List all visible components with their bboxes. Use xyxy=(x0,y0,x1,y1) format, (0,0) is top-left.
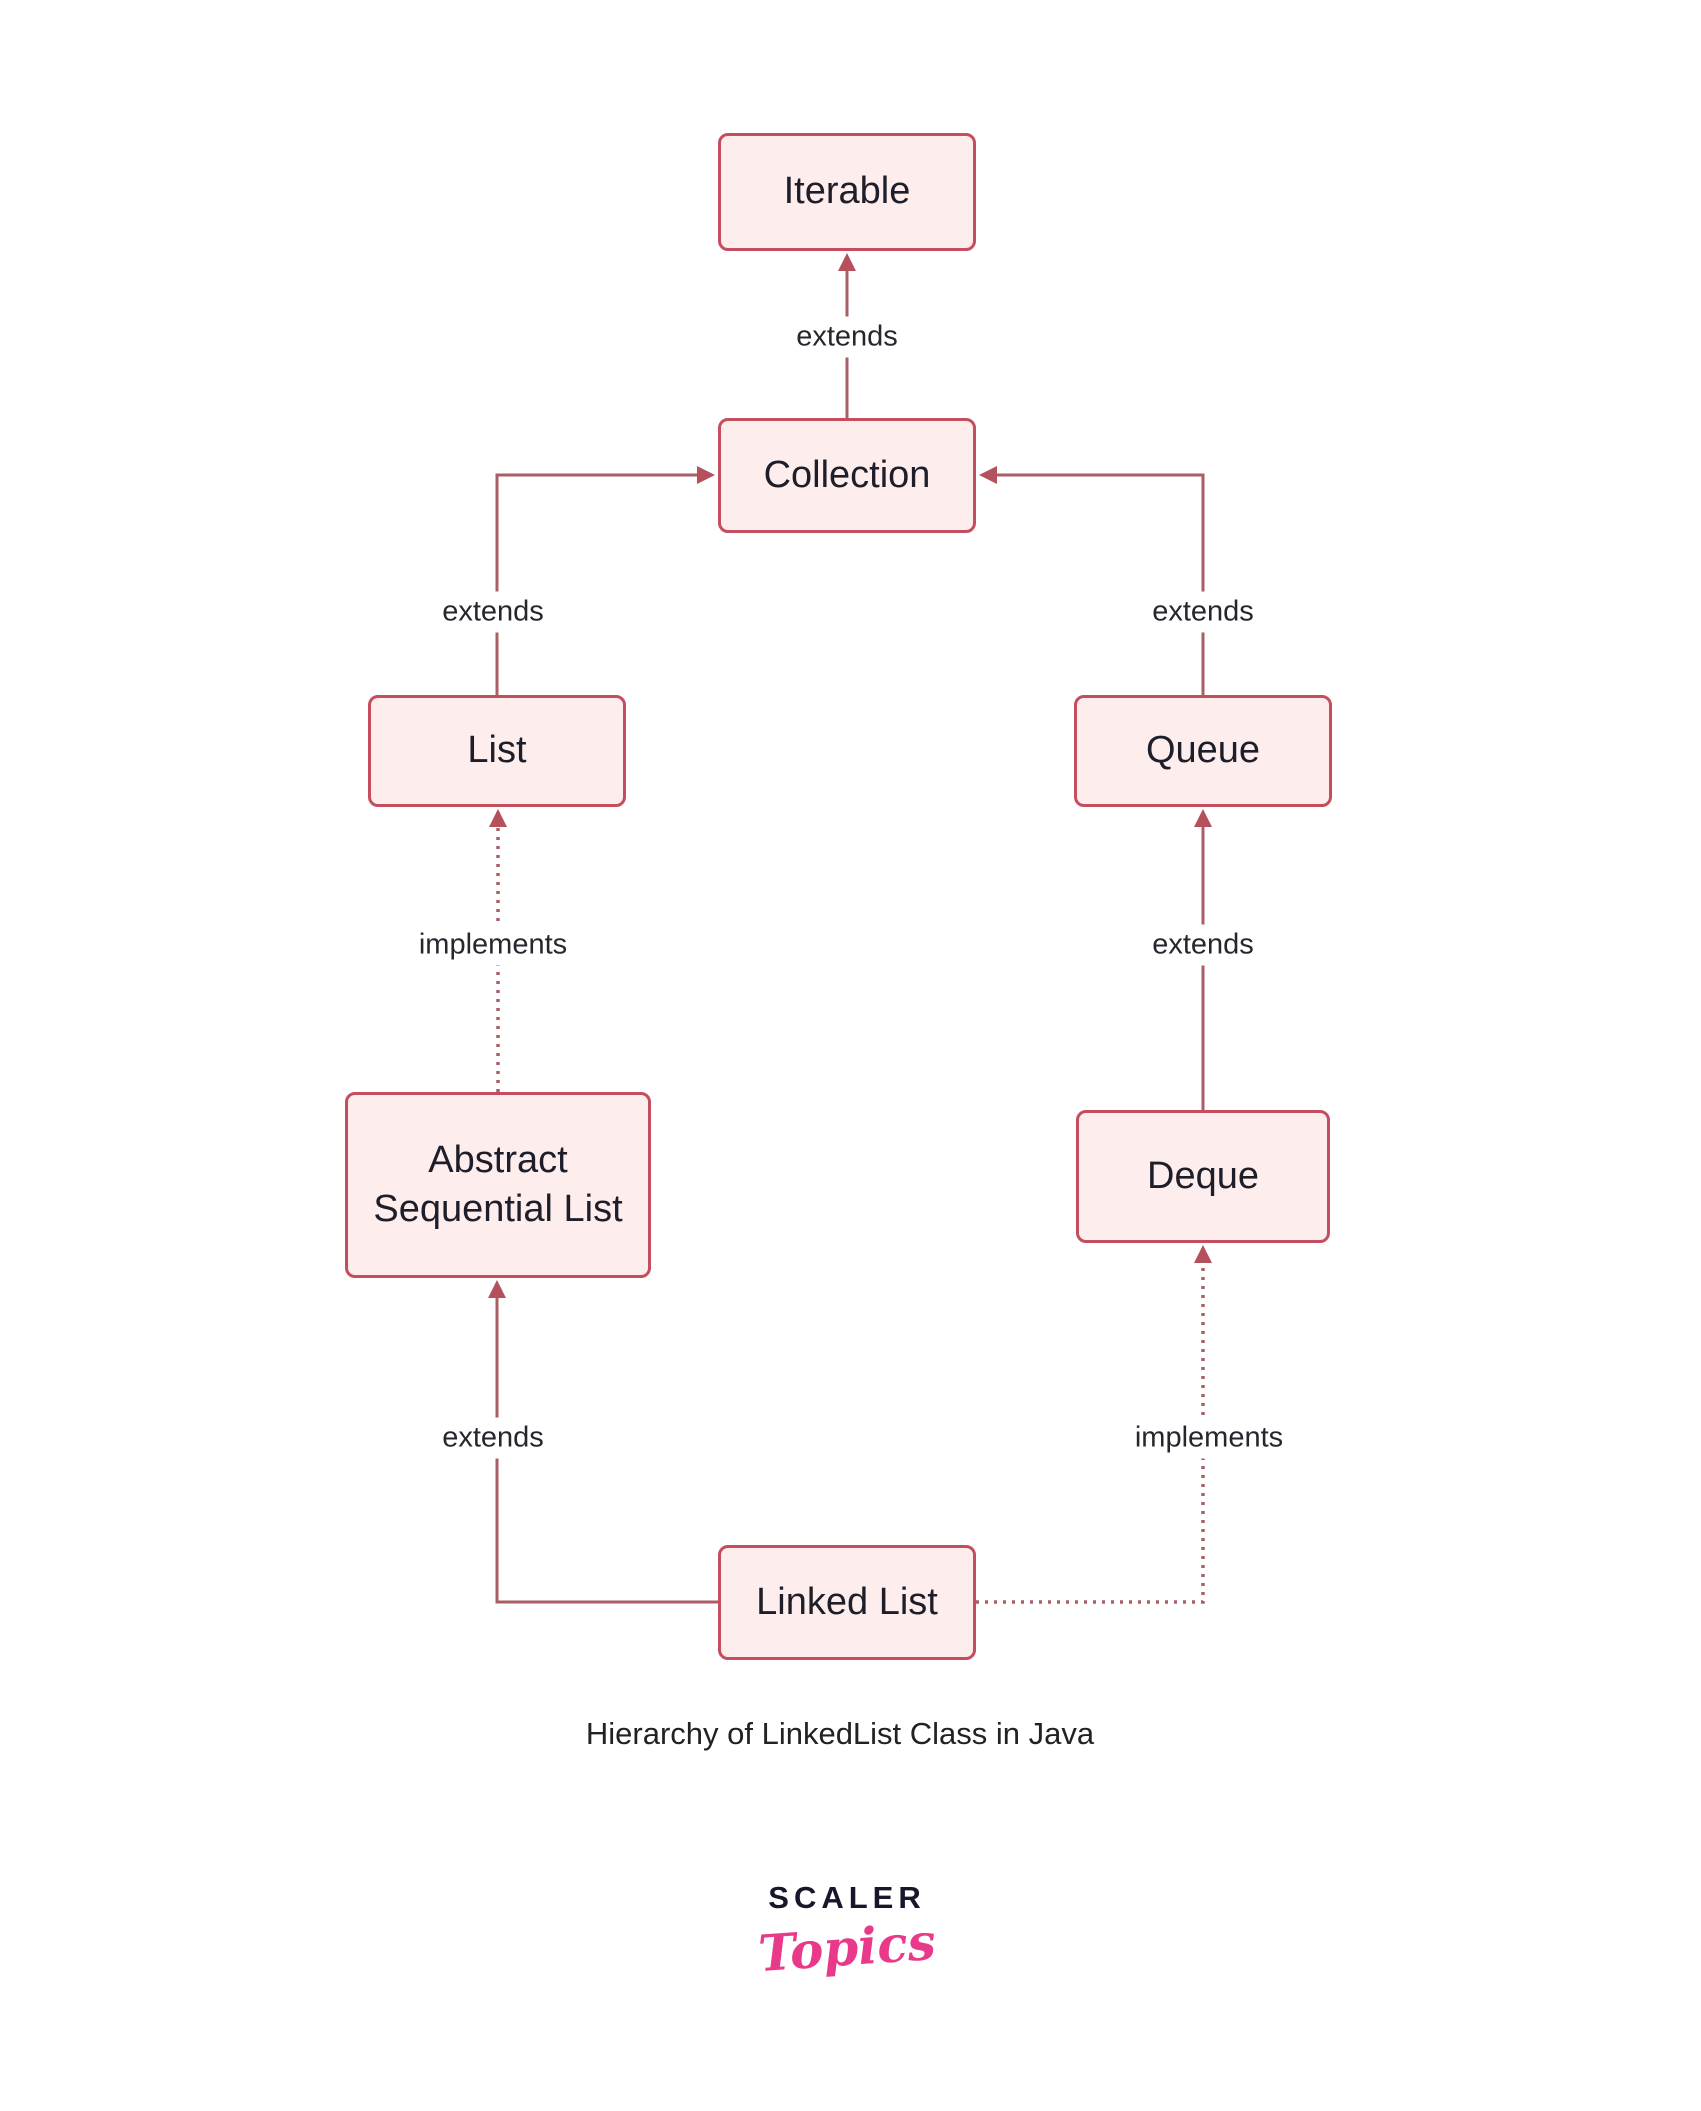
scaler-logo: SCALER Topics xyxy=(756,1880,937,1983)
node-list: List xyxy=(368,695,626,807)
edge-label-list-collection: extends xyxy=(430,591,556,633)
edge-label-queue-collection: extends xyxy=(1140,591,1266,633)
edge-label-linkedlist-deque: implements xyxy=(1122,1417,1296,1459)
node-linked-list: Linked List xyxy=(718,1545,976,1660)
scaler-topics-text: Topics xyxy=(756,1911,938,1984)
edge-label-deque-queue: extends xyxy=(1140,924,1266,966)
node-deque: Deque xyxy=(1076,1110,1330,1243)
node-iterable: Iterable xyxy=(718,133,976,251)
node-abstract-sequential-list: Abstract Sequential List xyxy=(345,1092,651,1278)
node-list-label: List xyxy=(467,729,527,772)
edge-label-collection-iterable: extends xyxy=(784,316,910,358)
node-deque-label: Deque xyxy=(1147,1154,1259,1197)
scaler-brand-text: SCALER xyxy=(768,1880,926,1915)
edge-linkedlist-deque xyxy=(976,1245,1212,1604)
edge-label-asl-list: implements xyxy=(406,924,580,966)
diagram-caption: Hierarchy of LinkedList Class in Java xyxy=(585,1716,1095,1751)
edge-list-collection xyxy=(495,466,715,695)
node-collection-label: Collection xyxy=(763,453,931,496)
node-linked-list-label: Linked List xyxy=(756,1580,938,1623)
edge-linkedlist-asl xyxy=(488,1280,718,1604)
node-iterable-label: Iterable xyxy=(783,170,911,213)
node-collection: Collection xyxy=(718,418,976,533)
node-queue-label: Queue xyxy=(1145,729,1261,772)
edge-queue-collection xyxy=(979,466,1205,695)
node-abstract-sequential-list-label: Abstract Sequential List xyxy=(373,1138,623,1230)
node-queue: Queue xyxy=(1074,695,1332,807)
edge-label-linkedlist-asl: extends xyxy=(430,1417,556,1459)
